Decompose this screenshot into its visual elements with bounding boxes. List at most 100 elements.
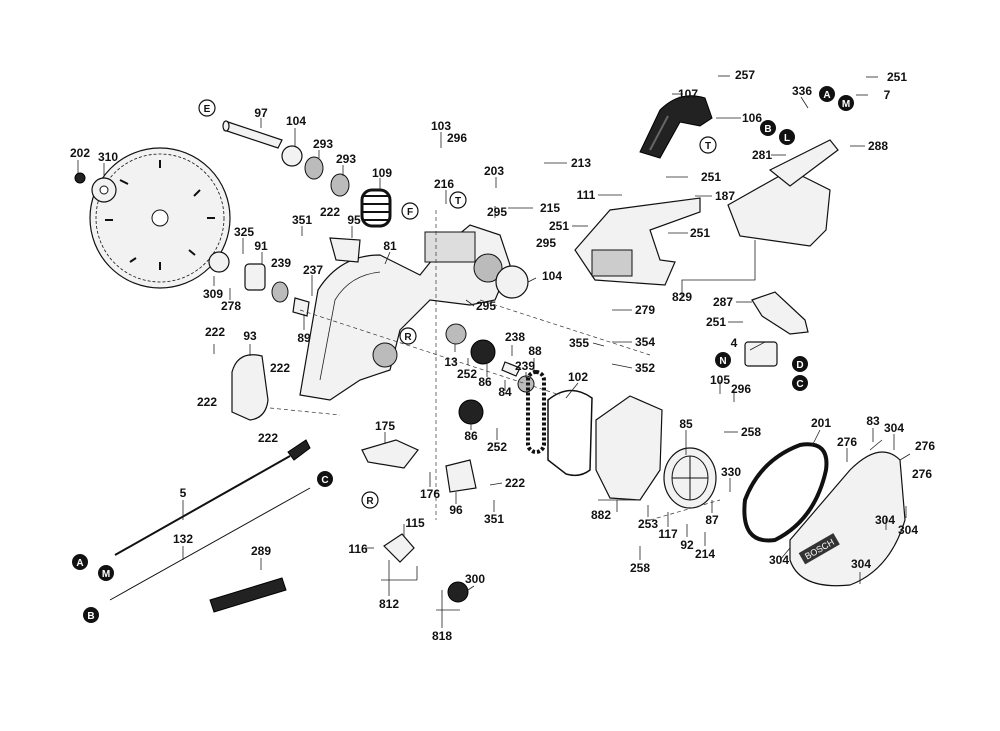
- part-number: 829: [672, 290, 692, 304]
- part-number: 295: [476, 299, 496, 313]
- part-number: 214: [695, 547, 715, 561]
- gasket-102: [547, 389, 593, 477]
- part-number: 201: [811, 416, 831, 430]
- part-number: 309: [203, 287, 223, 301]
- leader-lines: [77, 75, 911, 628]
- part-number: 89: [297, 331, 311, 345]
- part-number: 304: [875, 513, 895, 527]
- part-number: 251: [549, 219, 569, 233]
- part-number: 296: [447, 131, 467, 145]
- part-number: 222: [205, 325, 225, 339]
- part-number: 176: [420, 487, 440, 501]
- plate-96: [445, 459, 477, 493]
- part-number: 281: [752, 148, 772, 162]
- part-number: 288: [868, 139, 888, 153]
- part-number: 203: [484, 164, 504, 178]
- part-number: 239: [515, 359, 535, 373]
- pulley-85: [663, 447, 717, 509]
- part-number: 222: [505, 476, 525, 490]
- part-number: 105: [710, 373, 730, 387]
- switch-4: [744, 341, 778, 367]
- part-number: 237: [303, 263, 323, 277]
- part-number: 812: [379, 597, 399, 611]
- part-number: 287: [713, 295, 733, 309]
- part-number: 296: [731, 382, 751, 396]
- part-number: 92: [680, 538, 694, 552]
- part-number: 289: [251, 544, 271, 558]
- part-number: 109: [372, 166, 392, 180]
- part-number: 276: [915, 439, 935, 453]
- part-number: 252: [487, 440, 507, 454]
- bearings-293: [304, 156, 350, 197]
- callout-R: R: [404, 332, 412, 343]
- part-number: 222: [320, 205, 340, 219]
- part-number: 111: [577, 188, 596, 202]
- part-number: 96: [449, 503, 463, 517]
- part-number: 258: [630, 561, 650, 575]
- part-number: 354: [635, 335, 655, 349]
- part-number: 276: [912, 467, 932, 481]
- part-number: 86: [478, 375, 492, 389]
- part-number: 310: [98, 150, 118, 164]
- part-number: 251: [690, 226, 710, 240]
- part-number: 258: [741, 425, 761, 439]
- part-number: 91: [254, 239, 268, 253]
- part-number: 115: [405, 516, 425, 530]
- part-number: 257: [735, 68, 755, 82]
- callout-A-cord: A: [76, 558, 83, 569]
- plug: [287, 439, 311, 461]
- part-number: 95: [347, 213, 361, 227]
- saw-blade: [89, 147, 231, 289]
- part-number: 251: [887, 70, 907, 84]
- part-number: 84: [498, 385, 512, 399]
- part-number: 116: [348, 542, 368, 556]
- part-number: 882: [591, 508, 611, 522]
- gear-300: [447, 581, 469, 603]
- part-number: 7: [884, 88, 891, 102]
- callout-E: E: [204, 104, 211, 115]
- part-number: 330: [721, 465, 741, 479]
- part-number: 5: [180, 486, 187, 500]
- callout-M: M: [842, 99, 850, 110]
- callout-L: L: [784, 133, 790, 144]
- part-number: 103: [431, 119, 451, 133]
- cable-132: [109, 487, 311, 601]
- part-number: 216: [434, 177, 454, 191]
- part-number: 300: [465, 572, 485, 586]
- part-number: 13: [444, 355, 458, 369]
- part-number: 252: [457, 367, 477, 381]
- part-number: 81: [383, 239, 397, 253]
- motor-small-parts: [208, 251, 310, 317]
- callout-F: F: [407, 207, 413, 218]
- part-number: 304: [884, 421, 904, 435]
- label-289: [209, 577, 287, 613]
- callout-T-handle: T: [705, 141, 711, 152]
- part-number: 202: [70, 146, 90, 160]
- arm-housing: [299, 224, 511, 401]
- part-number: 351: [292, 213, 312, 227]
- part-number: 293: [313, 137, 333, 151]
- part-number: 293: [336, 152, 356, 166]
- part-number: 222: [270, 361, 290, 375]
- part-number: 87: [705, 513, 719, 527]
- part-number: 88: [528, 344, 542, 358]
- callout-M-cord: M: [102, 569, 110, 580]
- part-number: 132: [173, 532, 193, 546]
- guard-175: [361, 439, 419, 469]
- part-number: 251: [706, 315, 726, 329]
- callout-C-cable: C: [321, 475, 328, 486]
- switch-housing: [727, 169, 831, 247]
- part-number: 351: [484, 512, 504, 526]
- part-number: 104: [542, 269, 562, 283]
- part-labels: 97 104 293 293 109 202 310 222 95 351 32…: [70, 68, 935, 643]
- part-number: 276: [837, 435, 857, 449]
- part-number: 239: [271, 256, 291, 270]
- part-number: 175: [375, 419, 395, 433]
- switch-cover: [768, 139, 839, 187]
- bracket-95: [329, 237, 361, 263]
- part-number: 187: [715, 189, 735, 203]
- assembly-lines: [269, 210, 721, 521]
- callout-N: N: [719, 356, 726, 367]
- part-number: 93: [243, 329, 257, 343]
- guard-93: [231, 354, 269, 421]
